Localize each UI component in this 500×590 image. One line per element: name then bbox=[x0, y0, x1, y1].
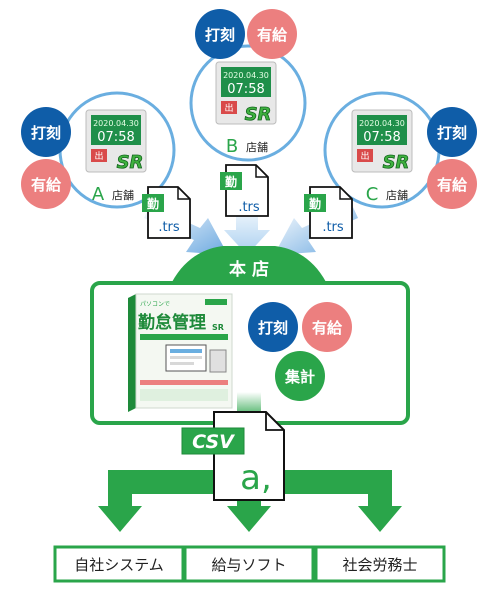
store-b-date: 2020.04.30 bbox=[223, 71, 269, 80]
store-b-badges: 打刻 有給 bbox=[195, 9, 297, 59]
store-c-date: 2020.04.30 bbox=[359, 119, 405, 128]
store-a-out-button bbox=[91, 149, 107, 162]
output-box-own-system bbox=[53, 545, 185, 583]
store-c-yukyu-badge bbox=[427, 159, 477, 209]
product-device bbox=[209, 349, 227, 373]
csv-file-fold bbox=[265, 412, 284, 431]
arrow-left-head bbox=[98, 506, 142, 532]
store-b-dakoku-label: 打刻 bbox=[205, 26, 235, 44]
trs-file-b-tag bbox=[220, 172, 242, 190]
hq-dakoku-badge bbox=[248, 302, 298, 352]
trs-file-b-ext: .trs bbox=[238, 200, 260, 215]
store-b-out-label: 出 bbox=[224, 102, 233, 114]
store-c-badges: 打刻 有給 bbox=[427, 107, 477, 209]
store-b: 2020.04.30 07:58 出 SR B 店舗 bbox=[189, 44, 307, 162]
arrow-right-stem bbox=[368, 480, 392, 506]
trs-file-a-ext: .trs bbox=[158, 220, 180, 235]
arrow-left-stem bbox=[108, 480, 132, 506]
store-a-badges: 打刻 有給 bbox=[21, 107, 71, 209]
store-a-brand: SR bbox=[117, 152, 144, 173]
arrow-mid-head bbox=[227, 506, 271, 532]
arrow-from-b bbox=[224, 200, 270, 255]
trs-file-a-tag bbox=[142, 194, 164, 212]
store-c-time: 07:58 bbox=[363, 130, 400, 145]
product-logo-mark bbox=[205, 299, 227, 305]
headquarters-label: 本 店 bbox=[229, 259, 269, 280]
output-payroll-label: 給与ソフト bbox=[211, 556, 286, 574]
hq-yukyu-label: 有給 bbox=[312, 319, 343, 337]
store-a-dakoku-label: 打刻 bbox=[31, 124, 61, 142]
trs-file-b-kanji: 勤 bbox=[225, 174, 237, 189]
store-c-out-button bbox=[357, 149, 373, 162]
product-maker-tag: パソコンで bbox=[140, 301, 170, 308]
output-box-payroll bbox=[183, 545, 315, 583]
product-screen-row bbox=[170, 356, 202, 359]
product-bottom-stripe-2 bbox=[140, 389, 228, 401]
store-b-brand: SR bbox=[245, 104, 272, 125]
hq-dakoku-label: 打刻 bbox=[258, 319, 288, 337]
headquarters-badges: 打刻 有給 集計 bbox=[248, 302, 352, 401]
store-c-dakoku-badge bbox=[427, 107, 477, 157]
store-a-lcd bbox=[91, 115, 141, 145]
trs-file-a: 勤 .trs bbox=[142, 186, 191, 239]
store-c-suffix: 店舗 bbox=[386, 188, 408, 202]
store-c-brand: SR bbox=[383, 152, 410, 173]
store-a-out-label: 出 bbox=[94, 150, 103, 162]
trs-file-c-kanji: 勤 bbox=[309, 196, 321, 211]
product-screen-row-2 bbox=[170, 362, 194, 365]
store-c-out-label: 出 bbox=[360, 150, 369, 162]
store-a-yukyu-label: 有給 bbox=[31, 176, 62, 194]
store-b-yukyu-label: 有給 bbox=[257, 26, 288, 44]
trs-file-b: 勤 .trs bbox=[220, 164, 269, 217]
product-bottom-stripe bbox=[140, 380, 228, 385]
output-box-labor-consultant bbox=[314, 545, 446, 583]
store-b-yukyu-badge bbox=[247, 9, 297, 59]
output-labor-consultant-label: 社会労務士 bbox=[342, 556, 417, 574]
product-box: パソコンで 勤怠管理 SR bbox=[128, 293, 233, 412]
store-c-letter: C bbox=[366, 184, 379, 205]
trs-file-b-fold bbox=[255, 165, 268, 178]
arrow-right-head bbox=[358, 506, 402, 532]
store-c-lcd bbox=[357, 115, 407, 145]
trs-file-c: 勤 .trs bbox=[304, 186, 353, 239]
output-boxes: 自社システム 給与ソフト 社会労務士 bbox=[53, 545, 446, 583]
csv-sample: a, bbox=[240, 458, 272, 498]
hq-shukei-badge bbox=[275, 351, 325, 401]
store-a-suffix: 店舗 bbox=[112, 188, 134, 202]
product-box-side bbox=[128, 294, 136, 412]
hq-yukyu-badge bbox=[302, 302, 352, 352]
store-a-time: 07:58 bbox=[97, 130, 134, 145]
store-b-suffix: 店舗 bbox=[246, 140, 268, 154]
trs-file-a-fold bbox=[177, 187, 190, 200]
trs-file-c-tag bbox=[304, 194, 326, 212]
trs-file-c-ext: .trs bbox=[322, 220, 344, 235]
store-a: 2020.04.30 07:58 出 SR A 店舗 bbox=[58, 91, 176, 209]
store-a-dakoku-badge bbox=[21, 107, 71, 157]
store-a-yukyu-badge bbox=[21, 159, 71, 209]
csv-tag-label: CSV bbox=[192, 431, 235, 453]
product-title-suffix: SR bbox=[212, 323, 224, 332]
trs-file-a-kanji: 勤 bbox=[147, 196, 159, 211]
store-b-lcd bbox=[221, 67, 271, 97]
store-c-dakoku-label: 打刻 bbox=[437, 124, 467, 142]
product-screen-content bbox=[170, 349, 202, 353]
store-a-letter: A bbox=[92, 184, 105, 205]
trs-file-c-fold bbox=[339, 187, 352, 200]
product-banner-stripe bbox=[140, 334, 228, 340]
headquarters-roof bbox=[172, 246, 326, 282]
store-a-date: 2020.04.30 bbox=[93, 119, 139, 128]
product-title: 勤怠管理 bbox=[138, 312, 206, 333]
output-own-system-label: 自社システム bbox=[74, 556, 164, 574]
store-b-out-button bbox=[221, 101, 237, 114]
hq-shukei-label: 集計 bbox=[284, 368, 315, 386]
store-b-letter: B bbox=[226, 136, 238, 157]
store-c-yukyu-label: 有給 bbox=[437, 176, 468, 194]
store-b-time: 07:58 bbox=[227, 82, 264, 97]
store-c: 2020.04.30 07:58 出 SR C 店舗 bbox=[323, 91, 441, 209]
store-b-dakoku-badge bbox=[195, 9, 245, 59]
csv-file: CSV a, bbox=[181, 411, 285, 501]
csv-tag bbox=[181, 427, 245, 455]
